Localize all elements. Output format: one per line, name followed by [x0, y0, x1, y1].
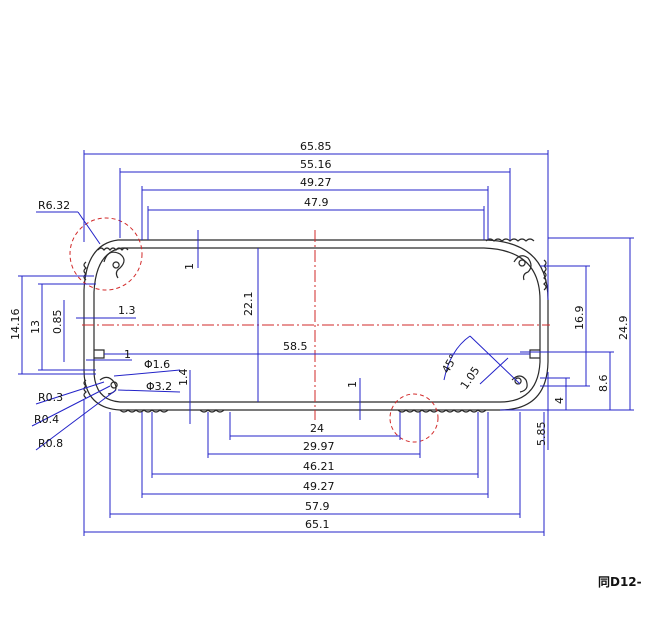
top-dimensions: 65.85 55.16 49.27 47.9	[83, 140, 549, 300]
bottom-dimensions: 24 29.97 46.21 49.27 57.9 65.1	[83, 400, 545, 536]
fins-right-side	[543, 259, 547, 291]
dim-1-05: 1.05	[458, 364, 483, 392]
detail-circle-top-left	[69, 217, 143, 291]
dim-29-97: 29.97	[303, 440, 335, 453]
dim-57-9: 57.9	[305, 500, 330, 513]
fins-bottom	[119, 409, 487, 413]
dim-8-6: 8.6	[597, 375, 610, 393]
dim-1-4: 1.4	[177, 369, 190, 387]
drawing-title-label: 同D12-	[598, 575, 642, 589]
dim-49-27-top: 49.27	[300, 176, 332, 189]
callout-r-6-32: R6.32	[38, 199, 70, 212]
screw-boss-top-right	[513, 255, 532, 281]
dim-24: 24	[310, 422, 324, 435]
dim-24-9: 24.9	[617, 316, 630, 341]
dim-13: 13	[29, 320, 42, 334]
dim-1-bottom: 1	[346, 381, 359, 388]
dim-1: 1	[124, 348, 131, 361]
dim-1-3: 1.3	[118, 304, 136, 317]
dim-45-deg: 45°	[439, 352, 460, 375]
dim-47-9: 47.9	[304, 196, 329, 209]
dim-0-85: 0.85	[51, 310, 64, 335]
angle-line-b	[479, 357, 509, 385]
dim-65-85: 65.85	[300, 140, 332, 153]
inner-profile	[93, 247, 541, 403]
dim-16-9: 16.9	[573, 306, 586, 331]
right-dimensions: 24.9 16.9 8.6 4 5.85 45° 1.05	[439, 237, 634, 450]
slot-left	[94, 349, 105, 359]
fins-top-left	[97, 247, 129, 251]
center-lines	[82, 230, 550, 420]
dim-5-85: 5.85	[535, 422, 548, 447]
dim-4: 4	[553, 397, 566, 404]
fins-left-side	[83, 261, 87, 399]
angle-arc	[443, 335, 471, 381]
dim-58-5: 58.5	[283, 340, 308, 353]
callouts: R6.32 R0.3 R0.4 R0.8 Φ1.6 Φ3.2	[31, 199, 181, 451]
screw-boss-top-left	[103, 251, 125, 279]
dim-22-1: 22.1	[242, 292, 255, 317]
screw-boss-bottom-right	[511, 375, 528, 393]
callout-r-0-4: R0.4	[34, 413, 59, 426]
dim-46-21: 46.21	[303, 460, 335, 473]
dim-65-1: 65.1	[305, 518, 330, 531]
callout-r-0-3: R0.3	[38, 391, 63, 404]
detail-circle-bottom	[389, 393, 439, 443]
fins-top-right	[485, 238, 535, 242]
dim-14-16: 14.16	[9, 309, 22, 341]
slot-right	[529, 349, 540, 359]
dim-1-top: 1	[183, 263, 196, 270]
callout-phi-3-2: Φ3.2	[146, 380, 172, 393]
interior-dimensions: 58.5 22.1 1 1 1.4	[104, 230, 530, 424]
dim-49-27-bottom: 49.27	[303, 480, 335, 493]
angle-line-a	[469, 335, 521, 385]
dim-55-16: 55.16	[300, 158, 332, 171]
callout-r-0-8: R0.8	[38, 437, 63, 450]
callout-phi-1-6: Φ1.6	[144, 358, 170, 371]
left-dimensions: 14.16 13 0.85 1.3 1	[9, 275, 136, 375]
